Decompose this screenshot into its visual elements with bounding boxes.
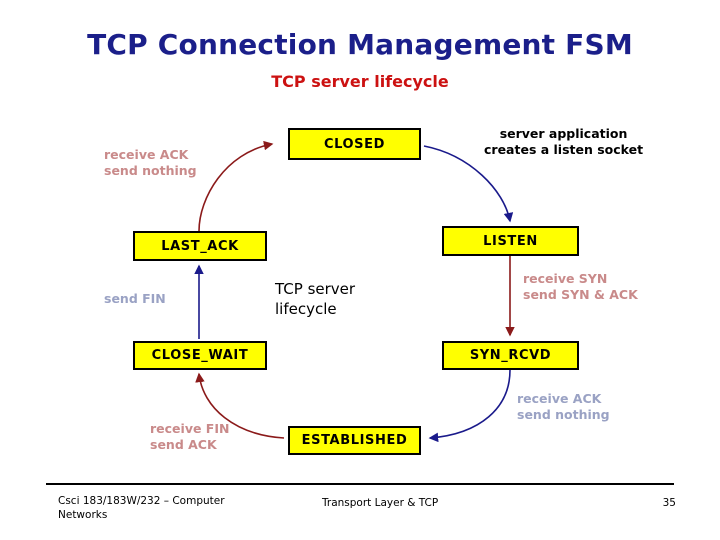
state-box-last-ack[interactable]: LAST_ACK [133, 231, 267, 261]
edge-label-recv-fin: receive FIN send ACK [150, 421, 229, 452]
footer-divider [46, 483, 674, 485]
footer-course-line-2: Networks [58, 509, 108, 522]
edge-closed-to-listen [423, 145, 514, 223]
edge-label-listen-socket-line-2: creates a listen socket [484, 141, 644, 157]
page-title: TCP Connection Management FSM [87, 28, 633, 61]
edge-label-send-fin-line-1: send FIN [104, 291, 166, 306]
tcp-server-fsm-diagram: CLOSED LISTEN SYN_RCVD ESTABLISHED CLOSE… [0, 108, 720, 476]
edge-label-recv-fin-line-1: receive FIN [150, 421, 230, 436]
edge-label-listen-socket: server application creates a listen sock… [484, 126, 643, 157]
edge-established-to-close-wait [195, 372, 285, 439]
edge-label-recv-ack-closed-line-2: send nothing [104, 162, 197, 178]
state-box-established[interactable]: ESTABLISHED [288, 426, 421, 455]
edge-label-recv-ack-established: receive ACK send nothing [517, 391, 610, 422]
edge-label-listen-socket-line-1: server application [499, 126, 628, 141]
edge-label-recv-ack-established-line-1: receive ACK [517, 391, 602, 406]
edge-label-send-fin: send FIN [104, 291, 166, 307]
edge-label-recv-fin-line-2: send ACK [150, 436, 217, 452]
edge-last-ack-to-closed [198, 140, 274, 232]
edge-syn-rcvd-to-established [428, 369, 511, 443]
edge-label-recv-ack-closed-line-1: receive ACK [104, 147, 189, 162]
footer-course-label: Csci 183/183W/232 – Computer Networks [58, 494, 278, 522]
state-box-syn-rcvd[interactable]: SYN_RCVD [442, 341, 579, 370]
state-box-listen[interactable]: LISTEN [442, 226, 579, 256]
edge-label-recv-ack-closed: receive ACK send nothing [104, 147, 197, 178]
edge-label-recv-syn-line-1: receive SYN [523, 271, 608, 286]
state-box-closed[interactable]: CLOSED [288, 128, 421, 160]
edge-label-recv-syn: receive SYN send SYN & ACK [523, 271, 638, 302]
edge-label-recv-syn-line-2: send SYN & ACK [523, 286, 638, 302]
diagram-center-label: TCP server lifecycle [275, 280, 355, 319]
state-box-close-wait[interactable]: CLOSE_WAIT [133, 341, 267, 370]
center-label-line-2: lifecycle [275, 299, 337, 318]
fsm-edges-svg [194, 140, 515, 443]
page-subtitle: TCP server lifecycle [271, 72, 449, 91]
edge-label-recv-ack-established-line-2: send nothing [517, 406, 610, 422]
footer-page-number: 35 [662, 497, 676, 509]
footer-course-line-1: Csci 183/183W/232 – Computer [58, 495, 225, 507]
footer-topic-label: Transport Layer & TCP [322, 497, 439, 509]
center-label-line-1: TCP server [275, 280, 356, 298]
